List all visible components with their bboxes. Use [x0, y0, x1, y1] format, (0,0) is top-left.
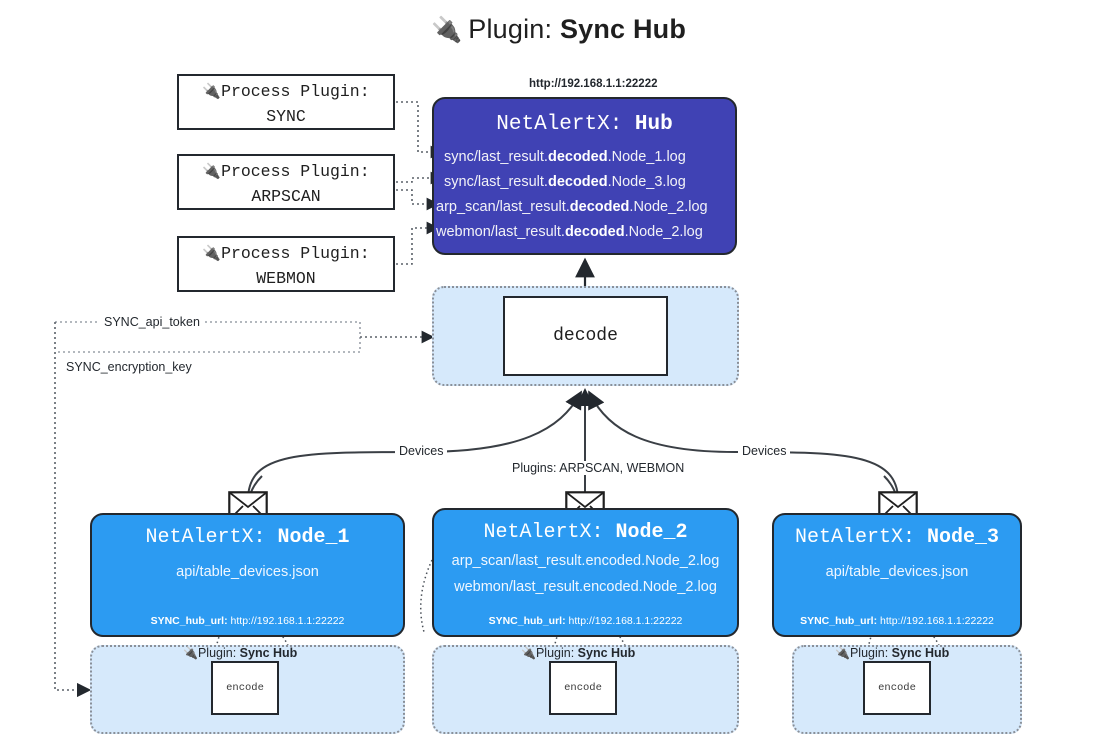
- node-path-line: arp_scan/last_result.encoded.Node_2.log: [451, 553, 720, 569]
- log-strong: decoded: [564, 224, 625, 240]
- page-title: 🔌Plugin: Sync Hub: [0, 14, 1117, 45]
- node-footer-key: SYNC_hub_url:: [488, 615, 569, 627]
- plug-icon: 🔌: [430, 16, 463, 44]
- process-plugin-name: SYNC: [266, 107, 306, 126]
- node-title-prefix: NetAlertX:: [145, 526, 278, 549]
- plug-icon: 🔌: [183, 646, 198, 660]
- hub-log-list: sync/last_result.decoded.Node_1.log sync…: [434, 145, 735, 245]
- log-post: .Node_2.log: [629, 199, 708, 215]
- node-title: NetAlertX: Node_1: [92, 526, 403, 549]
- hub-log-row: sync/last_result.decoded.Node_3.log: [434, 170, 735, 195]
- title-name: Sync Hub: [559, 14, 687, 44]
- node-title-name: Node_1: [277, 526, 350, 549]
- plugin-label-prefix: Plugin:: [849, 646, 892, 660]
- log-strong: decoded: [547, 149, 608, 165]
- hub-log-row: webmon/last_result.decoded.Node_2.log: [434, 220, 735, 245]
- plugin-label-node2: 🔌Plugin: Sync Hub: [521, 646, 635, 660]
- hub-title-name: Hub: [634, 113, 673, 136]
- node-1[interactable]: NetAlertX: Node_1 api/table_devices.json…: [90, 513, 405, 637]
- sync-api-token-label: SYNC_api_token: [100, 315, 204, 329]
- plug-icon: 🔌: [835, 646, 850, 660]
- node-title-prefix: NetAlertX:: [483, 521, 616, 544]
- hub-log-row: arp_scan/last_result.decoded.Node_2.log: [434, 195, 735, 220]
- node-3[interactable]: NetAlertX: Node_3 api/table_devices.json…: [772, 513, 1022, 637]
- log-pre: webmon/last_result.: [436, 224, 565, 240]
- hub-node[interactable]: NetAlertX: Hub sync/last_result.decoded.…: [432, 97, 737, 255]
- title-prefix: Plugin:: [468, 14, 560, 44]
- node-body: api/table_devices.json: [774, 559, 1020, 585]
- plugin-label-name: Sync Hub: [577, 646, 636, 660]
- node-footer-value: http://192.168.1.1:22222: [230, 615, 345, 627]
- node-path-line: webmon/last_result.encoded.Node_2.log: [454, 579, 717, 595]
- encode-box-node2[interactable]: encode: [549, 661, 617, 715]
- log-pre: sync/last_result.: [444, 174, 548, 190]
- plug-icon: 🔌: [202, 244, 222, 262]
- plugins-middle-label: Plugins: ARPSCAN, WEBMON: [508, 461, 689, 475]
- node-body: arp_scan/last_result.encoded.Node_2.log …: [434, 548, 737, 600]
- process-plugin-name: ARPSCAN: [251, 187, 321, 206]
- node-path-line: api/table_devices.json: [176, 564, 319, 580]
- plugin-label-name: Sync Hub: [239, 646, 298, 660]
- process-plugin-name: WEBMON: [256, 269, 316, 288]
- plugin-label-prefix: Plugin:: [197, 646, 240, 660]
- log-post: .Node_1.log: [607, 149, 686, 165]
- node-title-name: Node_2: [615, 521, 688, 544]
- node-body: api/table_devices.json: [92, 559, 403, 585]
- plug-icon: 🔌: [202, 162, 222, 180]
- plug-icon: 🔌: [521, 646, 536, 660]
- hub-title-prefix: NetAlertX:: [496, 113, 635, 136]
- log-pre: sync/last_result.: [444, 149, 548, 165]
- plugin-container-node3: [792, 645, 1022, 734]
- decode-box[interactable]: decode: [503, 296, 668, 376]
- plugin-label-node1: 🔌Plugin: Sync Hub: [183, 646, 297, 660]
- log-pre: arp_scan/last_result.: [436, 199, 570, 215]
- hub-url-label: http://192.168.1.1:22222: [529, 78, 658, 90]
- process-plugin-label: Process Plugin:: [221, 244, 370, 263]
- node-footer-value: http://192.168.1.1:22222: [568, 615, 683, 627]
- log-post: .Node_2.log: [624, 224, 703, 240]
- encode-box-node1[interactable]: encode: [211, 661, 279, 715]
- node-footer: SYNC_hub_url: http://192.168.1.1:22222: [774, 615, 1020, 627]
- plugin-label-name: Sync Hub: [891, 646, 950, 660]
- hub-log-row: sync/last_result.decoded.Node_1.log: [434, 145, 735, 170]
- sync-encryption-key-label: SYNC_encryption_key: [62, 360, 196, 374]
- log-strong: decoded: [569, 199, 630, 215]
- process-plugin-arpscan[interactable]: 🔌Process Plugin: ARPSCAN: [177, 154, 395, 210]
- log-strong: decoded: [547, 174, 608, 190]
- encode-box-node3[interactable]: encode: [863, 661, 931, 715]
- process-plugin-sync[interactable]: 🔌Process Plugin: SYNC: [177, 74, 395, 130]
- node-footer: SYNC_hub_url: http://192.168.1.1:22222: [434, 615, 737, 627]
- node-title-name: Node_3: [927, 526, 1000, 549]
- node-title: NetAlertX: Node_3: [774, 526, 1020, 549]
- node-title-prefix: NetAlertX:: [794, 526, 927, 549]
- process-plugin-label: Process Plugin:: [221, 82, 370, 101]
- node-2[interactable]: NetAlertX: Node_2 arp_scan/last_result.e…: [432, 508, 739, 637]
- log-post: .Node_3.log: [607, 174, 686, 190]
- hub-title: NetAlertX: Hub: [434, 113, 735, 136]
- plugin-label-node3: 🔌Plugin: Sync Hub: [835, 646, 949, 660]
- node-footer-key: SYNC_hub_url:: [150, 615, 231, 627]
- process-plugin-label: Process Plugin:: [221, 162, 370, 181]
- node-footer-value: http://192.168.1.1:22222: [880, 615, 994, 627]
- devices-label-right: Devices: [738, 444, 791, 458]
- node-path-line: api/table_devices.json: [825, 564, 969, 580]
- node-footer-key: SYNC_hub_url:: [800, 615, 881, 627]
- node-title: NetAlertX: Node_2: [434, 521, 737, 544]
- process-plugin-webmon[interactable]: 🔌Process Plugin: WEBMON: [177, 236, 395, 292]
- plugin-label-prefix: Plugin:: [535, 646, 578, 660]
- node-footer: SYNC_hub_url: http://192.168.1.1:22222: [92, 615, 403, 627]
- devices-label-left: Devices: [395, 444, 448, 458]
- plug-icon: 🔌: [202, 82, 222, 100]
